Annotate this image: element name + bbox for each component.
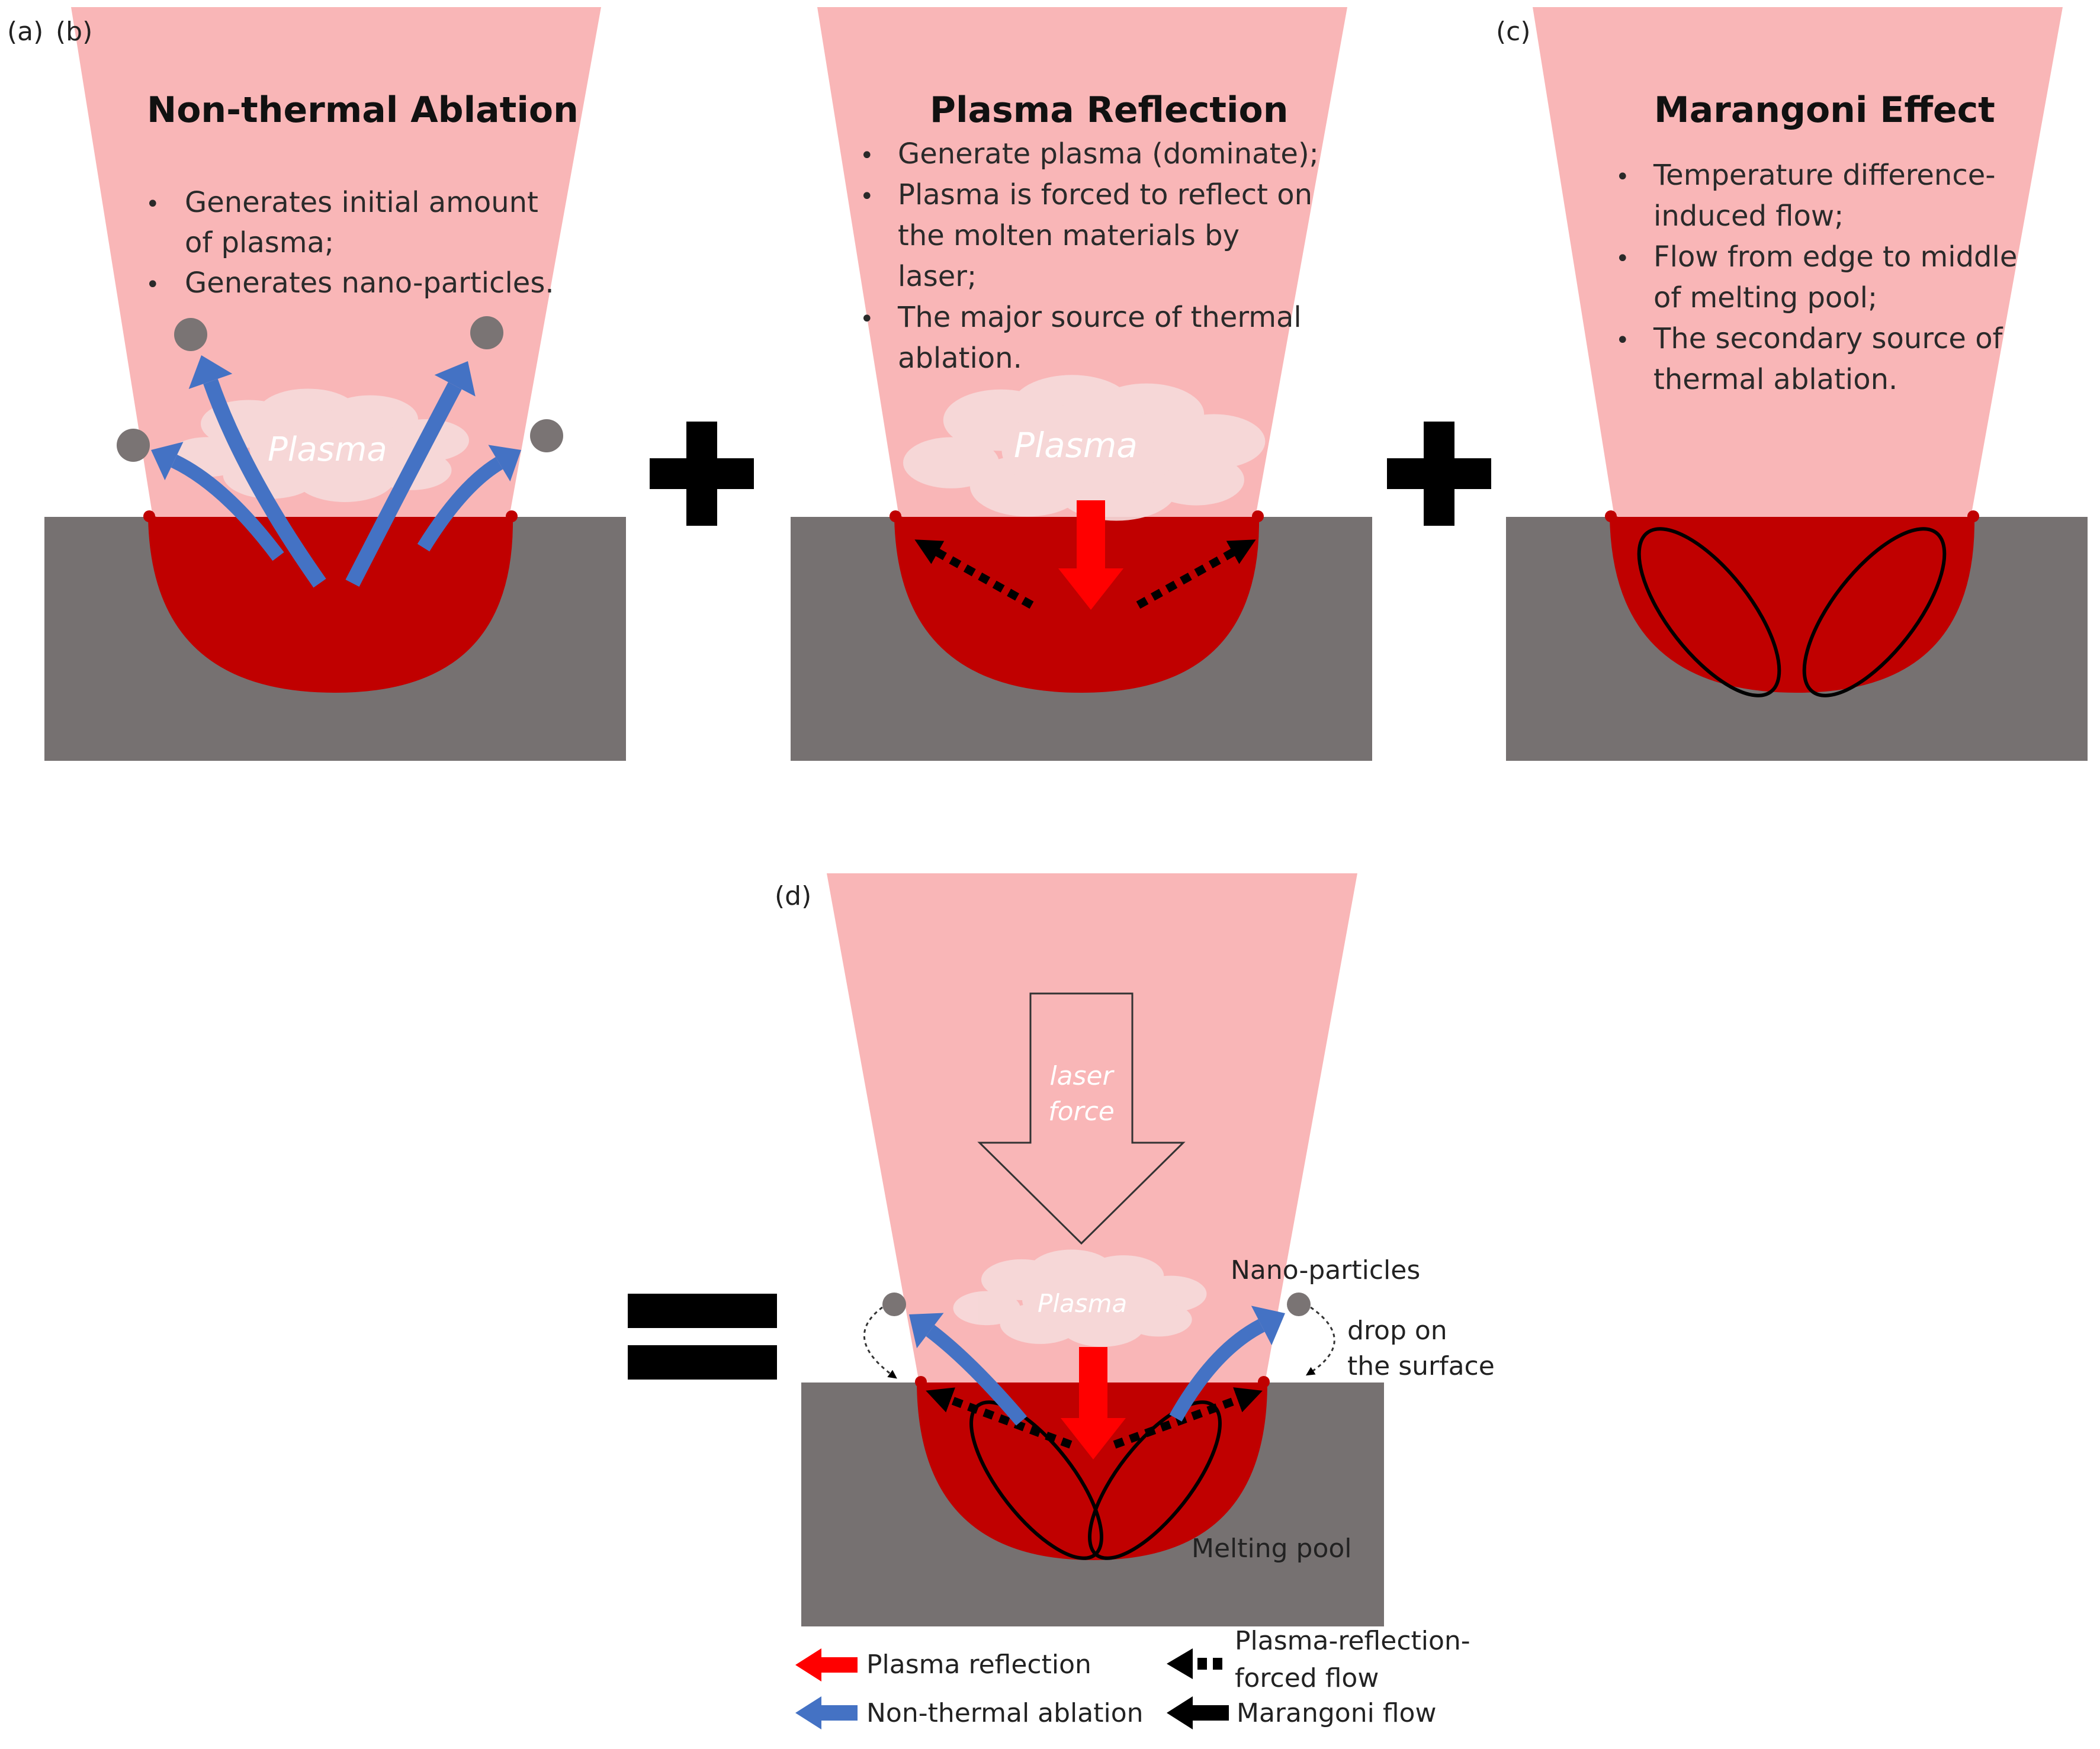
ablation-arrow [1169,1306,1285,1422]
nano-particle [174,318,207,351]
drop-path-arrow [1305,1306,1335,1376]
melting-pool-label: Melting pool [1192,1533,1352,1564]
panel-a-bullet-text: Generates nano-particles. [185,266,554,300]
nano-particles-label: Nano-particles [1231,1255,1420,1285]
legend-label: forced flow [1235,1663,1379,1693]
panel-c-bullet-text: Flow from edge to middle [1653,240,2017,274]
bullet-dot: • [146,191,160,218]
panel-a-label: (a) [7,17,43,47]
legend-icon [795,1696,858,1729]
legend-label: Plasma reflection [866,1650,1091,1680]
panel-c-bullet-text: of melting pool; [1653,281,1877,314]
panel-a-title: Non-thermal Ablation [147,89,579,131]
panel-c-bullet-text: induced flow; [1653,200,1844,233]
plasma-forced-flow-arrow [926,1387,1073,1449]
bullet-dot: • [860,183,874,210]
marangoni-flow-loop [1637,527,1781,697]
laser-force-arrow [977,992,1186,1245]
panel-c-title: Marangoni Effect [1654,89,1995,131]
panel-b-label: (b) [56,17,92,47]
legend-label: Plasma-reflection- [1235,1626,1470,1656]
legend-label: Marangoni flow [1237,1698,1436,1728]
panel-c-label: (c) [1496,17,1531,47]
ablation-arrow [417,445,521,552]
panel-b-bullet-text: ablation. [898,342,1022,375]
legend-icon [795,1648,858,1682]
marangoni-flow-loop [1802,527,1947,697]
bullet-dot: • [860,306,874,333]
nano-particle [1287,1293,1311,1316]
panel-b-bullet-text: the molten materials by [898,219,1240,252]
plasma-label: Plasma [268,430,387,469]
legend-icon [1167,1696,1229,1729]
ablation-arrow [345,361,476,587]
nano-particle [117,429,150,462]
legend-icon [1167,1648,1222,1679]
panel-b: (b) Plasma Reflection • Generate plasma (do… [56,7,1372,761]
plasma-forced-flow-arrow [1136,539,1256,609]
laser-force-label: laser [1049,1061,1115,1091]
bullet-dot: • [860,142,874,169]
bullet-dot: • [1616,327,1630,354]
ablation-arrow [151,442,284,561]
plasma-reflection-arrow [1058,500,1123,610]
plus-sign [1387,422,1491,526]
laser-force-label: force [1048,1097,1115,1127]
nano-particle [882,1293,906,1316]
plasma-label: Plasma [1014,425,1138,465]
drop-path-arrow [863,1306,897,1379]
ablation-arrow [909,1313,1027,1426]
melting-pool [894,517,1260,693]
bullet-dot: • [146,271,160,298]
melting-pool [917,1383,1267,1560]
panel-d-label: (d) [775,881,811,911]
plasma-cloud [903,375,1266,521]
panel-b-bullet-text: The major source of thermal [897,301,1302,334]
panel-b-title: Plasma Reflection [930,89,1288,131]
laser-beam [817,7,1347,517]
plasma-cloud [167,388,469,502]
plasma-label: Plasma [1038,1289,1127,1318]
plus-sign [650,422,754,526]
plasma-forced-flow-arrow [914,539,1034,609]
panel-a-bullet-text: of plasma; [185,226,334,259]
plasma-cloud [953,1249,1207,1347]
panel-a-bullet-text: Generates initial amount [185,186,538,219]
drop-on-surface-label: the surface [1347,1351,1495,1381]
panel-b-bullet-text: Generate plasma (dominate); [898,137,1319,171]
panel-c-bullet-text: Temperature difference- [1653,159,1996,192]
panel-a: (a) Non-thermal Ablation • Generates initia… [7,7,626,761]
panel-c: (c) Marangoni Effect • Temperature differen… [1496,7,2088,761]
nano-particle [470,316,503,349]
panel-c-bullet-text: thermal ablation. [1653,363,1897,396]
legend-label: Non-thermal ablation [866,1698,1144,1728]
melting-pool [148,517,513,693]
ablation-arrow [188,355,326,588]
plasma-forced-flow-arrow [1113,1387,1263,1449]
drop-on-surface-label: drop on [1347,1316,1447,1346]
melting-pool [1610,517,1975,693]
laser-beam [1533,7,2063,517]
legend: Plasma reflection Plasma-reflection-force… [795,1626,1470,1729]
nano-particle [530,419,563,452]
bullet-dot: • [1616,163,1630,191]
panel-b-bullet-text: Plasma is forced to reflect on [898,178,1312,211]
panel-b-bullet-text: laser; [898,260,977,293]
plasma-reflection-arrow [1061,1347,1126,1459]
panel-c-bullet-text: The secondary source of [1653,322,2003,355]
bullet-dot: • [1616,245,1630,272]
equals-sign [628,1294,777,1380]
